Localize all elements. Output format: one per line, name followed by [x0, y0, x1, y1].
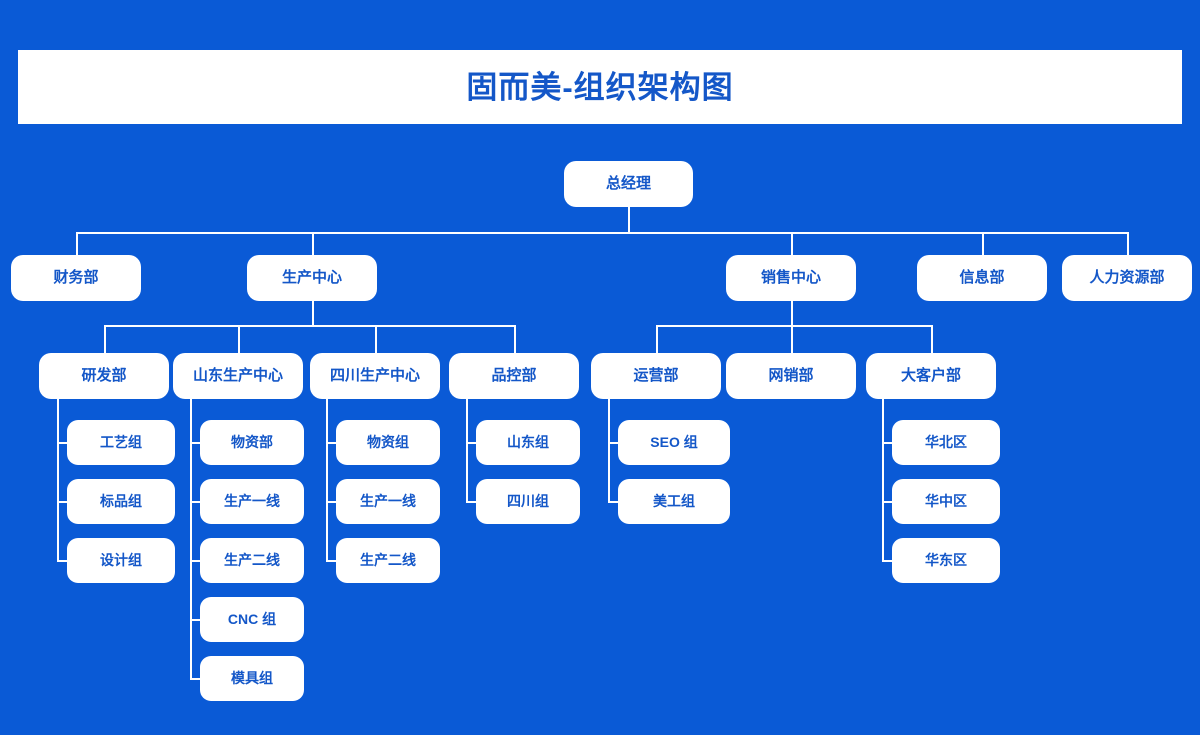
- connector-drop-operations: [656, 325, 658, 353]
- connector-drop-sichuan-center: [375, 325, 377, 353]
- connector-drop-qc: [514, 325, 516, 353]
- node-graphic-design-group[interactable]: 美工组: [618, 479, 730, 524]
- node-quality-control-dept[interactable]: 品控部: [449, 353, 579, 399]
- node-standard-product-group[interactable]: 标品组: [67, 479, 175, 524]
- node-it-dept[interactable]: 信息部: [917, 255, 1047, 301]
- connector-sales-stem: [791, 301, 793, 326]
- node-central-china-region[interactable]: 华中区: [892, 479, 1000, 524]
- node-north-china-region[interactable]: 华北区: [892, 420, 1000, 465]
- node-process-group[interactable]: 工艺组: [67, 420, 175, 465]
- connector-level1-bus: [76, 232, 1127, 234]
- connector-production-stem: [312, 301, 314, 326]
- connector-drop-rnd: [104, 325, 106, 353]
- node-sales-center[interactable]: 销售中心: [726, 255, 856, 301]
- node-rnd-dept[interactable]: 研发部: [39, 353, 169, 399]
- node-production-center[interactable]: 生产中心: [247, 255, 377, 301]
- connector-drop-online-sales: [791, 325, 793, 353]
- connector-operations-trunk: [608, 398, 610, 503]
- node-qc-sichuan-group[interactable]: 四川组: [476, 479, 580, 524]
- connector-drop-sales-center: [791, 232, 793, 256]
- connector-production-bus: [104, 325, 515, 327]
- connector-qc-trunk: [466, 398, 468, 503]
- node-operations-dept[interactable]: 运营部: [591, 353, 721, 399]
- connector-root-drop: [628, 207, 630, 233]
- connector-drop-shandong-center: [238, 325, 240, 353]
- connector-drop-production-center: [312, 232, 314, 256]
- node-qc-shandong-group[interactable]: 山东组: [476, 420, 580, 465]
- node-shandong-production-line-1[interactable]: 生产一线: [200, 479, 304, 524]
- node-sichuan-production-line-1[interactable]: 生产一线: [336, 479, 440, 524]
- node-shandong-production-center[interactable]: 山东生产中心: [173, 353, 303, 399]
- node-sichuan-materials-group[interactable]: 物资组: [336, 420, 440, 465]
- page-title: 固而美-组织架构图: [466, 69, 734, 105]
- connector-key-accounts-trunk: [882, 398, 884, 562]
- node-key-accounts-dept[interactable]: 大客户部: [866, 353, 996, 399]
- title-banner: 固而美-组织架构图: [18, 50, 1182, 124]
- node-online-sales-dept[interactable]: 网销部: [726, 353, 856, 399]
- connector-rnd-trunk: [57, 398, 59, 562]
- node-hr-dept[interactable]: 人力资源部: [1062, 255, 1192, 301]
- node-cnc-group[interactable]: CNC 组: [200, 597, 304, 642]
- node-sichuan-production-line-2[interactable]: 生产二线: [336, 538, 440, 583]
- node-seo-group[interactable]: SEO 组: [618, 420, 730, 465]
- node-sichuan-production-center[interactable]: 四川生产中心: [310, 353, 440, 399]
- connector-drop-key-accounts: [931, 325, 933, 353]
- connector-drop-finance: [76, 232, 78, 256]
- node-general-manager[interactable]: 总经理: [564, 161, 693, 207]
- node-shandong-production-line-2[interactable]: 生产二线: [200, 538, 304, 583]
- connector-drop-it: [982, 232, 984, 256]
- connector-sichuan-trunk: [326, 398, 328, 562]
- node-finance-dept[interactable]: 财务部: [11, 255, 141, 301]
- node-design-group[interactable]: 设计组: [67, 538, 175, 583]
- connector-drop-hr: [1127, 232, 1129, 256]
- node-east-china-region[interactable]: 华东区: [892, 538, 1000, 583]
- connector-sales-bus: [656, 325, 932, 327]
- node-mold-group[interactable]: 模具组: [200, 656, 304, 701]
- connector-shandong-trunk: [190, 398, 192, 680]
- node-shandong-materials-dept[interactable]: 物资部: [200, 420, 304, 465]
